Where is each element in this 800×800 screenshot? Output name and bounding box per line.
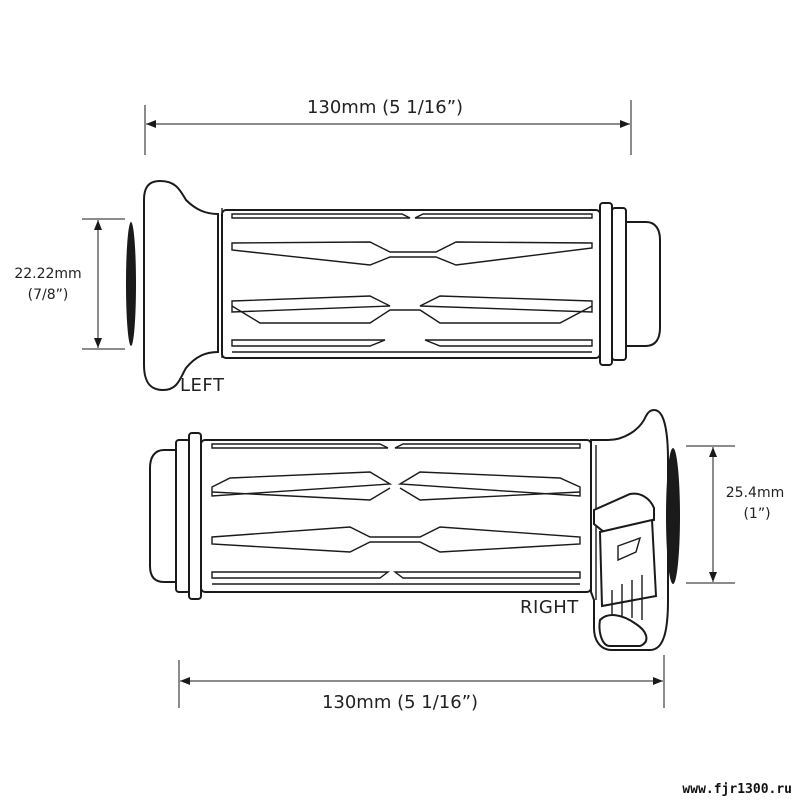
right-side-label: RIGHT: [520, 597, 579, 618]
left-diameter-in-label: (7/8”): [28, 287, 69, 303]
left-end-cap: [625, 221, 661, 347]
right-grip-body: [200, 439, 592, 593]
left-grip-group: 130mm (5 1/16”) 22.22mm (7/8”): [14, 97, 661, 396]
left-end-ring-2: [611, 207, 627, 361]
right-bore-ellipse: [666, 448, 680, 584]
right-switch-indicator-icon: [617, 536, 642, 562]
right-length-label: 130mm (5 1/16”): [322, 692, 478, 713]
right-end-ring-1: [188, 432, 202, 600]
left-diameter-mm-label: 22.22mm: [14, 266, 81, 282]
right-diameter-in-label: (1”): [743, 506, 770, 522]
watermark-text: www.fjr1300.ru: [682, 782, 792, 797]
right-end-cap: [149, 449, 179, 583]
right-grip-ribs: [211, 443, 581, 585]
right-grip-group: 25.4mm (1”) 130mm (5 1/16”) RIGHT: [149, 409, 784, 713]
left-flange: [143, 179, 219, 392]
right-switch-rocker: [598, 614, 648, 647]
right-switch-button-bottom: [598, 518, 658, 608]
right-end-ring-2: [175, 439, 191, 593]
left-side-label: LEFT: [180, 375, 225, 396]
left-bore-ellipse: [126, 222, 136, 346]
left-length-label: 130mm (5 1/16”): [307, 97, 463, 118]
right-diameter-mm-label: 25.4mm: [726, 485, 784, 501]
left-grip-ribs: [231, 213, 593, 353]
left-grip-body: [221, 209, 601, 359]
left-end-ring-1: [599, 202, 613, 366]
right-switch-lines: [611, 575, 643, 620]
